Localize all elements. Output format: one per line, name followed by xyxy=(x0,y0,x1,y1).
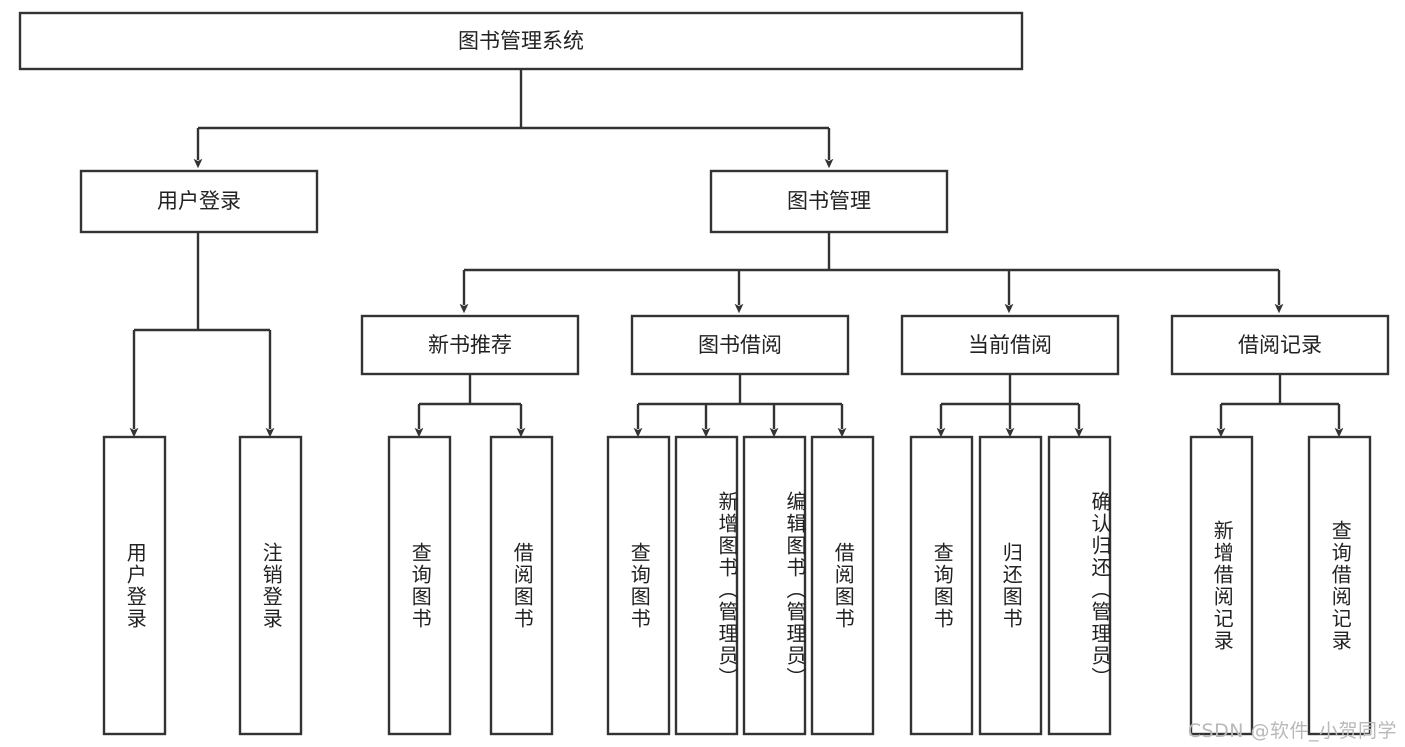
leaf-box-current-borrow-1[interactable] xyxy=(909,435,974,736)
leaf-box-new-book-2[interactable] xyxy=(489,435,554,736)
leaf-box-borrow-record-1[interactable] xyxy=(1189,435,1254,736)
leaf-box-user-login-1[interactable] xyxy=(102,435,167,736)
node-book-manage-label: 图书管理 xyxy=(787,189,871,213)
leaf-box-book-borrow-1[interactable] xyxy=(606,435,671,736)
node-user-login-label: 用户登录 xyxy=(157,189,241,213)
leaf-box-book-borrow-2[interactable] xyxy=(674,435,739,736)
node-root-box[interactable] xyxy=(18,11,1024,71)
node-new-book-recommend-box[interactable] xyxy=(360,314,580,376)
node-book-borrow-box[interactable] xyxy=(630,314,850,376)
leaf-box-book-borrow-3[interactable] xyxy=(742,435,807,736)
leaf-box-current-borrow-2[interactable] xyxy=(978,435,1043,736)
leaf-box-new-book-1[interactable] xyxy=(387,435,452,736)
node-root-label: 图书管理系统 xyxy=(458,29,584,53)
watermark-text: CSDN @软件_小贺同学 xyxy=(1187,720,1397,742)
node-book-borrow-label: 图书借阅 xyxy=(698,333,782,357)
leaf-box-current-borrow-3[interactable] xyxy=(1047,435,1112,736)
node-borrow-record-box[interactable] xyxy=(1170,314,1390,376)
node-book-manage-box[interactable] xyxy=(709,169,949,234)
leaf-box-book-borrow-4[interactable] xyxy=(810,435,875,736)
node-new-book-recommend-label: 新书推荐 xyxy=(428,333,512,357)
leaf-box-user-login-2[interactable] xyxy=(238,435,303,736)
node-current-borrow-box[interactable] xyxy=(900,314,1120,376)
node-borrow-record-label: 借阅记录 xyxy=(1238,333,1322,357)
leaf-box-borrow-record-2[interactable] xyxy=(1307,435,1372,736)
node-current-borrow-label: 当前借阅 xyxy=(968,333,1052,357)
